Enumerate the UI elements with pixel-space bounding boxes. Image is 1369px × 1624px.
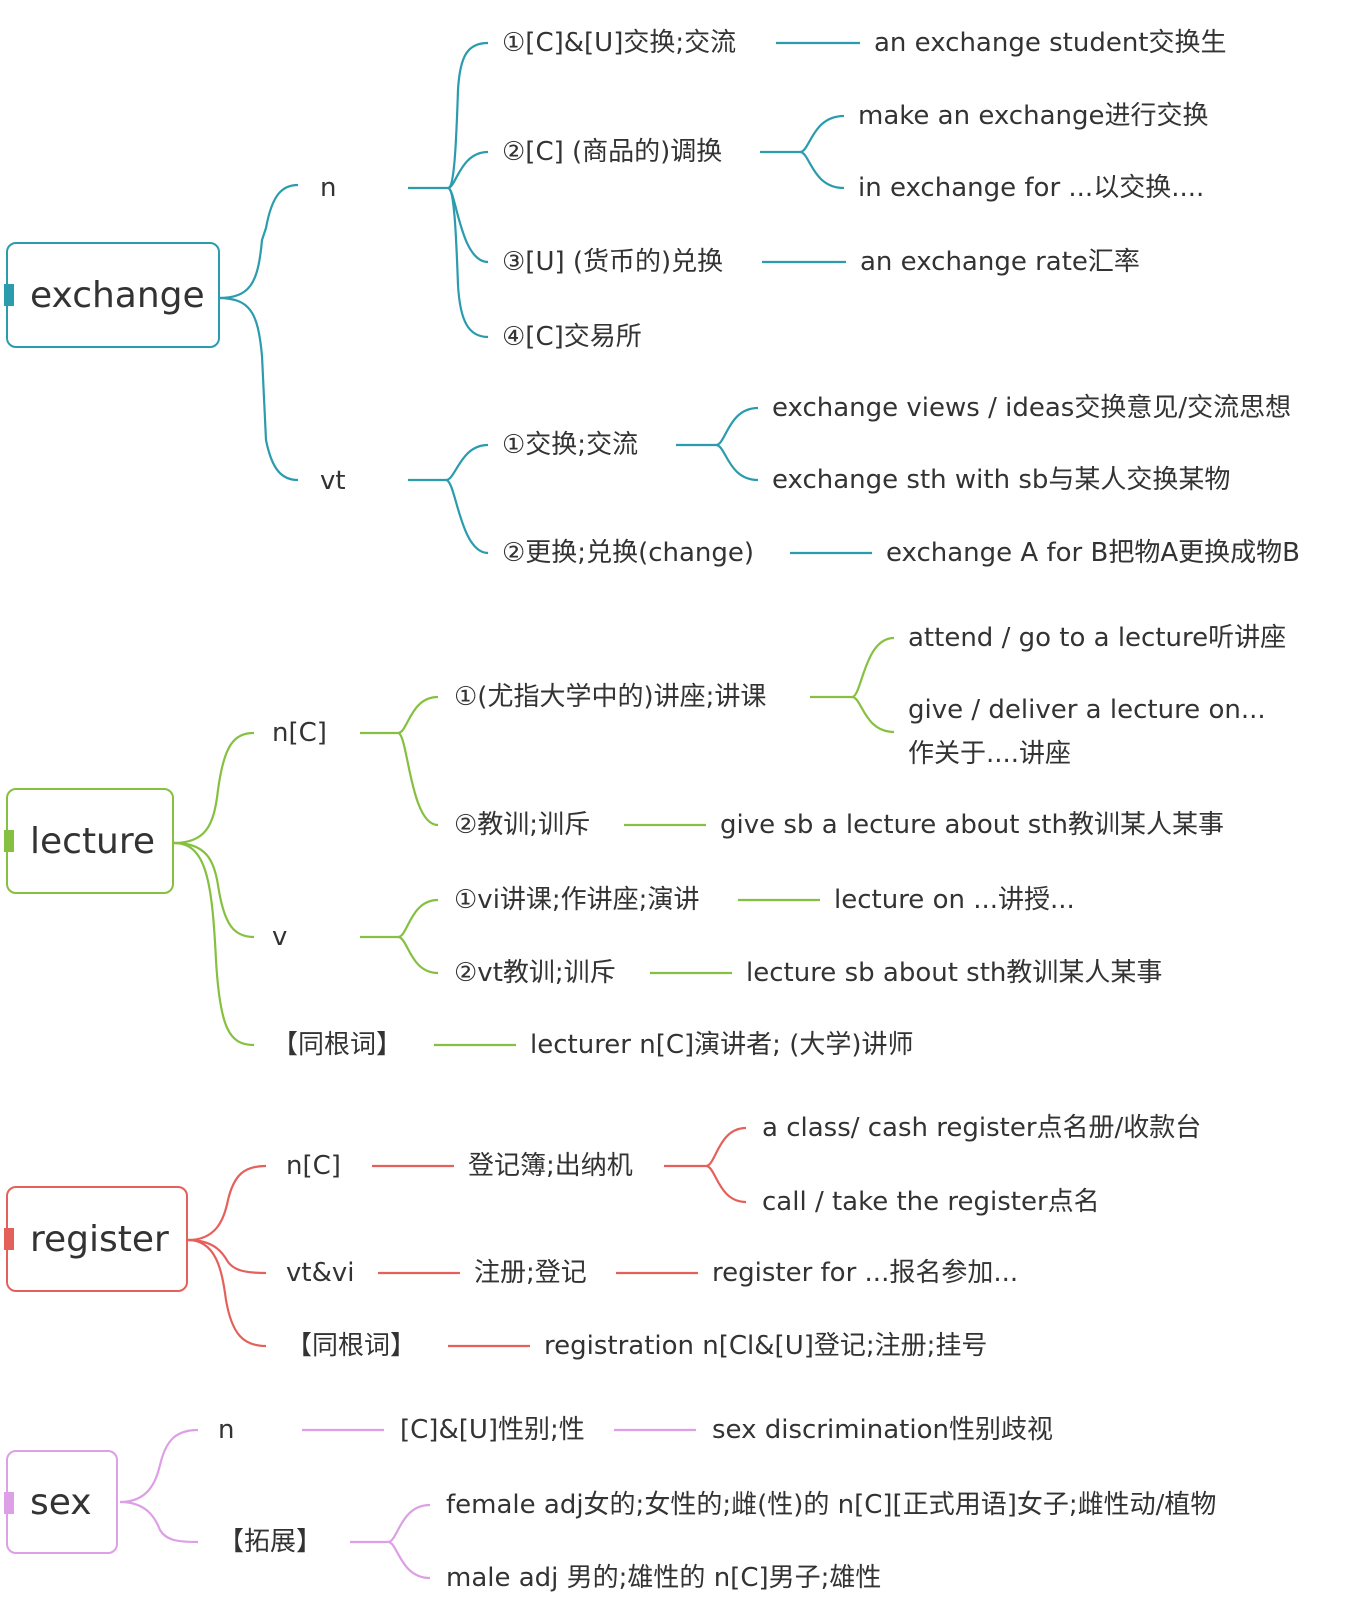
- collapse-handle-icon[interactable]: [4, 284, 14, 306]
- pos-node-n[interactable]: n[C]: [286, 1151, 341, 1181]
- meaning-node[interactable]: ②[C] (商品的)调换: [502, 137, 723, 167]
- cognate-node[interactable]: 【同根词】: [272, 1030, 403, 1060]
- example-node[interactable]: an exchange student交换生: [874, 28, 1227, 58]
- meaning-node[interactable]: ④[C]交易所: [502, 322, 642, 352]
- root-node-exchange[interactable]: exchange: [4, 242, 220, 348]
- example-node[interactable]: sex discrimination性别歧视: [712, 1415, 1053, 1445]
- collapse-handle-icon[interactable]: [4, 830, 14, 852]
- sex-connectors: [119, 1428, 696, 1580]
- pos-node-n[interactable]: n[C]: [272, 718, 327, 748]
- root-node-lecture[interactable]: lecture: [4, 788, 174, 894]
- example-node[interactable]: male adj 男的;雄性的 n[C]男子;雄性: [446, 1563, 882, 1593]
- pos-node-v[interactable]: vt&vi: [286, 1258, 355, 1288]
- meaning-node[interactable]: ①(尤指大学中的)讲座;讲课: [454, 682, 767, 712]
- meaning-node[interactable]: 登记簿;出纳机: [468, 1151, 633, 1181]
- meaning-node[interactable]: 注册;登记: [474, 1258, 587, 1288]
- example-node-line2: 作关于....讲座: [908, 739, 1072, 769]
- meaning-node[interactable]: ①[C]&[U]交换;交流: [502, 28, 737, 58]
- root-node-register[interactable]: register: [4, 1186, 188, 1292]
- pos-node-vt[interactable]: vt: [320, 466, 346, 496]
- example-node[interactable]: lecture on ...讲授...: [834, 885, 1075, 915]
- extension-node[interactable]: 【拓展】: [218, 1527, 323, 1557]
- meaning-node[interactable]: [C]&[U]性别;性: [400, 1415, 585, 1445]
- pos-node-n[interactable]: n: [218, 1415, 235, 1445]
- example-node[interactable]: registration n[Cl&[U]登记;注册;挂号: [544, 1331, 988, 1361]
- collapse-handle-icon[interactable]: [4, 1492, 14, 1514]
- example-node[interactable]: in exchange for ...以交换....: [858, 173, 1205, 203]
- example-node[interactable]: exchange sth with sb与某人交换某物: [772, 465, 1231, 495]
- example-node[interactable]: attend / go to a lecture听讲座: [908, 623, 1287, 653]
- lecture-connectors: [173, 636, 895, 1047]
- root-label: lecture: [30, 820, 156, 862]
- collapse-handle-icon[interactable]: [4, 1228, 14, 1250]
- meaning-node[interactable]: ②更换;兑换(change): [502, 538, 755, 568]
- exchange-connectors: [217, 41, 872, 555]
- pos-node-n[interactable]: n: [320, 173, 337, 203]
- meaning-node[interactable]: ②教训;训斥: [454, 810, 591, 840]
- pos-node-v[interactable]: v: [272, 922, 288, 952]
- example-node[interactable]: female adj女的;女性的;雌(性)的 n[C][正式用语]女子;雌性动/…: [446, 1490, 1217, 1520]
- meaning-node[interactable]: ③[U] (货币的)兑换: [502, 247, 724, 277]
- example-node[interactable]: register for ...报名参加...: [712, 1258, 1019, 1288]
- example-node[interactable]: exchange A for B把物A更换成物B: [886, 538, 1300, 568]
- root-label: exchange: [30, 274, 205, 316]
- example-node[interactable]: call / take the register点名: [762, 1187, 1100, 1217]
- example-node[interactable]: exchange views / ideas交换意见/交流思想: [772, 393, 1292, 423]
- example-node[interactable]: an exchange rate汇率: [860, 247, 1140, 277]
- example-node[interactable]: lecture sb about sth教训某人某事: [746, 958, 1163, 988]
- root-label: sex: [30, 1481, 92, 1523]
- example-node[interactable]: give sb a lecture about sth教训某人某事: [720, 810, 1224, 840]
- example-node[interactable]: a class/ cash register点名册/收款台: [762, 1113, 1202, 1143]
- meaning-node[interactable]: ②vt教训;训斥: [454, 958, 616, 988]
- root-label: register: [30, 1218, 169, 1260]
- example-node[interactable]: lecturer n[C]演讲者; (大学)讲师: [530, 1030, 914, 1060]
- meaning-node[interactable]: ①vi讲课;作讲座;演讲: [454, 885, 700, 915]
- root-node-sex[interactable]: sex: [4, 1450, 118, 1554]
- example-node[interactable]: give / deliver a lecture on...: [908, 695, 1266, 725]
- cognate-node[interactable]: 【同根词】: [286, 1331, 417, 1361]
- example-node[interactable]: make an exchange进行交换: [858, 101, 1209, 131]
- meaning-node[interactable]: ①交换;交流: [502, 430, 639, 460]
- register-connectors: [187, 1126, 747, 1348]
